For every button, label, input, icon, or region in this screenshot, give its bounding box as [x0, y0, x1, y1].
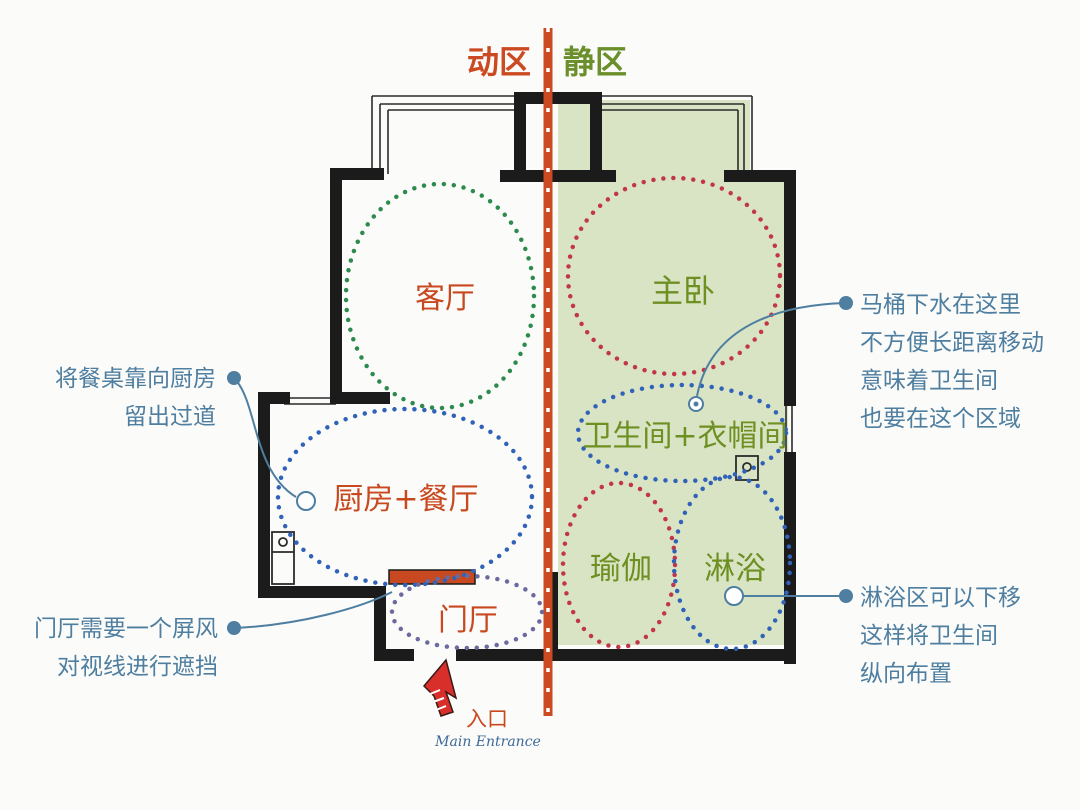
entrance-arrow-icon: [422, 658, 458, 717]
toilet-marker: [693, 401, 699, 407]
note-shower-line: 这样将卫生间: [860, 623, 998, 649]
room-circles: [275, 175, 793, 652]
foyer-circle: [389, 573, 545, 651]
note-toilet: 马桶下水在这里 不方便长距离移动 意味着卫生间 也要在这个区域: [860, 292, 1044, 432]
active-zone-label: 动区: [467, 43, 531, 81]
leader-dots: [227, 296, 853, 635]
yoga-circle: [560, 480, 678, 650]
yoga-label: 瑜伽: [590, 551, 652, 587]
note-toilet-line: 马桶下水在这里: [860, 292, 1021, 318]
master-bedroom-label: 主卧: [651, 272, 715, 310]
note-foyer-line: 对视线进行遮挡: [57, 654, 218, 680]
leader-anchors: [296, 396, 744, 606]
note-foyer: 门厅需要一个屏风 对视线进行遮挡: [34, 616, 218, 680]
living-room-circle: [343, 181, 537, 411]
leader-lines: [233, 302, 845, 629]
foyer-label: 门厅: [438, 603, 498, 638]
kitchen-dining-label: 厨房+餐厅: [333, 482, 478, 517]
note-dining: 将餐桌靠向厨房 留出过道: [55, 366, 216, 430]
fixtures: [271, 455, 759, 585]
bath-closet-circle: [575, 382, 789, 484]
walls: [258, 92, 796, 664]
shower-circle: [671, 474, 793, 652]
kitchen-dining-circle: [275, 406, 535, 588]
note-dining-line: 留出过道: [124, 404, 216, 430]
foyer-screen: [388, 569, 476, 585]
entrance-label-en: Main Entrance: [434, 734, 541, 750]
note-shower: 淋浴区可以下移 这样将卫生间 纵向布置: [860, 585, 1021, 687]
shower-label: 淋浴: [704, 551, 766, 587]
living-room-label: 客厅: [415, 281, 475, 316]
quiet-zone-label: 静区: [563, 43, 627, 81]
note-dining-line: 将餐桌靠向厨房: [55, 366, 216, 392]
note-toilet-line: 意味着卫生间: [860, 368, 998, 394]
note-toilet-line: 也要在这个区域: [860, 406, 1021, 432]
bath-closet-label: 卫生间+衣帽间: [582, 419, 787, 454]
note-toilet-line: 不方便长距离移动: [860, 330, 1044, 356]
note-foyer-line: 门厅需要一个屏风: [34, 616, 218, 642]
entrance-label: 入口: [466, 707, 508, 731]
note-shower-line: 纵向布置: [860, 661, 952, 687]
note-shower-line: 淋浴区可以下移: [860, 585, 1021, 611]
master-bedroom-circle: [565, 175, 783, 377]
